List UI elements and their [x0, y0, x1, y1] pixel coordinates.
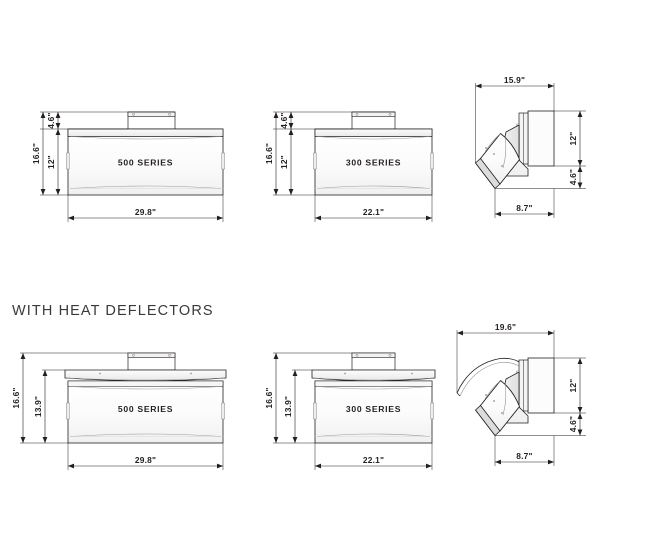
dimension-text: 13.9": [283, 396, 293, 417]
dimension-depth: 19.6": [457, 322, 554, 336]
dimension-body-height: 12": [568, 111, 583, 166]
mounting-bracket: [351, 352, 396, 371]
dimension-text: 29.8": [135, 455, 156, 465]
dimension-body-height: 12": [46, 129, 61, 195]
dimension-text: 12": [279, 155, 289, 169]
dimension-text: 16.6": [264, 387, 274, 408]
mounting-bracket: [351, 111, 396, 130]
dimension-text: 16.6": [31, 143, 41, 164]
dimension-text: 15.9": [504, 75, 525, 85]
witness-lines: [273, 352, 433, 470]
dimension-width: 22.1": [315, 455, 432, 469]
dimension-text: 16.6": [264, 143, 274, 164]
dimension-overall-height: 16.6": [11, 353, 26, 443]
dimension-text: 8.7": [516, 203, 532, 213]
dimension-lower-height: 4.6": [568, 166, 583, 189]
dimension-overall-height: 16.6": [264, 112, 279, 195]
dimension-bracket-height: 4.6": [46, 112, 61, 129]
dimension-width: 22.1": [315, 207, 432, 221]
dimension-text: 16.6": [11, 387, 21, 408]
dimension-body-height: 12": [279, 129, 294, 195]
dimension-body-height: 12": [568, 358, 583, 413]
luminaire-head: [474, 379, 520, 437]
luminaire-head: [474, 132, 520, 190]
view-top-middle-300-series: 300 SERIES 16.6" 4.6" 12" 22.1": [264, 111, 434, 222]
dimension-projection: 8.7": [495, 203, 554, 217]
dimension-depth: 15.9": [475, 75, 554, 89]
series-label: 300 SERIES: [346, 404, 401, 414]
mounting-bracket: [127, 111, 176, 130]
dimension-width: 29.8": [68, 455, 223, 469]
view-bottom-middle-300-series: 300 SERIES 16.6" 13.9" 22.1": [264, 352, 436, 470]
dimension-text: 12": [568, 379, 578, 393]
dimension-text: 12": [46, 155, 56, 169]
series-label: 300 SERIES: [346, 158, 401, 168]
dimension-text: 19.6": [495, 322, 516, 332]
housing-body: 300 SERIES: [313, 128, 434, 196]
dimension-text: 12": [568, 132, 578, 146]
heat-deflector-plate: [64, 369, 227, 382]
dimension-lower-height: 4.6": [568, 413, 583, 436]
dimension-overall-height: 16.6": [31, 112, 46, 195]
dimension-overall-height: 16.6": [264, 353, 279, 443]
view-bottom-right-side: 19.6" 12" 4.6" 8.7": [456, 322, 586, 466]
dimension-body-height: 13.9": [33, 370, 48, 443]
view-top-right-side: 15.9" 12" 4.6" 8.7": [474, 75, 586, 218]
heat-deflector-plate: [311, 369, 436, 382]
witness-lines: [40, 111, 224, 222]
dimension-projection: 8.7": [495, 451, 554, 465]
dimension-bracket-height: 4.6": [279, 112, 294, 129]
dimension-text: 22.1": [363, 207, 384, 217]
view-top-left-500-series: 500 SERIES 16.6" 4.6" 12" 29.8": [31, 111, 225, 222]
section-title-heat-deflectors: WITH HEAT DEFLECTORS: [12, 303, 214, 319]
view-bottom-left-500-series: 500 SERIES 16.6" 13.9" 29.8": [11, 352, 227, 470]
wall-mount-plate: [516, 110, 555, 167]
dimension-text: 4.6": [568, 169, 578, 185]
dimension-body-height: 13.9": [283, 370, 298, 443]
dimension-text: 8.7": [516, 451, 532, 461]
housing-body: 500 SERIES: [66, 380, 225, 444]
dimension-width: 29.8": [68, 207, 223, 221]
witness-lines: [456, 330, 586, 466]
series-label: 500 SERIES: [118, 404, 173, 414]
dimension-text: 4.6": [46, 112, 56, 128]
dimension-text: 29.8": [135, 207, 156, 217]
series-label: 500 SERIES: [118, 158, 173, 168]
dimension-text: 22.1": [363, 455, 384, 465]
housing-body: 300 SERIES: [313, 380, 434, 444]
dimension-text: 4.6": [279, 112, 289, 128]
dimension-text: 13.9": [33, 396, 43, 417]
heat-deflector-shroud: [456, 357, 520, 397]
housing-body: 500 SERIES: [66, 128, 225, 196]
dimension-text: 4.6": [568, 416, 578, 432]
mounting-bracket: [127, 352, 176, 371]
wall-mount-plate: [516, 357, 555, 414]
